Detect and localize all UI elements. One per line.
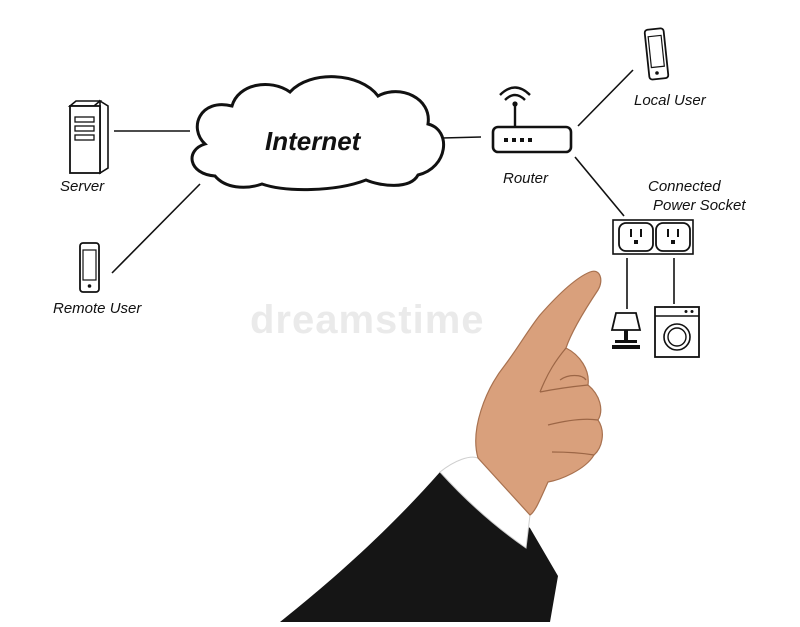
internet-cloud [190, 75, 445, 192]
socket-label-line1: Connected [648, 178, 721, 195]
link-router-socket [574, 156, 625, 217]
power-socket-icon [612, 219, 694, 255]
link-router-local [577, 69, 634, 127]
pointing-hand [280, 270, 603, 622]
remote-user-label: Remote User [53, 300, 142, 317]
link-remote-cloud [111, 183, 201, 274]
local-user-label: Local User [634, 92, 706, 109]
lamp-icon [610, 312, 642, 349]
watermark: dreamstime [250, 298, 485, 342]
washing-machine-icon [654, 306, 700, 358]
router-label: Router [503, 170, 549, 187]
socket-label-line2: Power Socket [653, 197, 746, 214]
link-cloud-router [441, 136, 482, 139]
internet-label: Internet [265, 126, 361, 156]
server-label: Server [60, 178, 105, 195]
router-icon [491, 86, 573, 154]
phone-icon [79, 242, 100, 293]
server-icon [67, 99, 109, 175]
phone-icon [643, 27, 670, 81]
